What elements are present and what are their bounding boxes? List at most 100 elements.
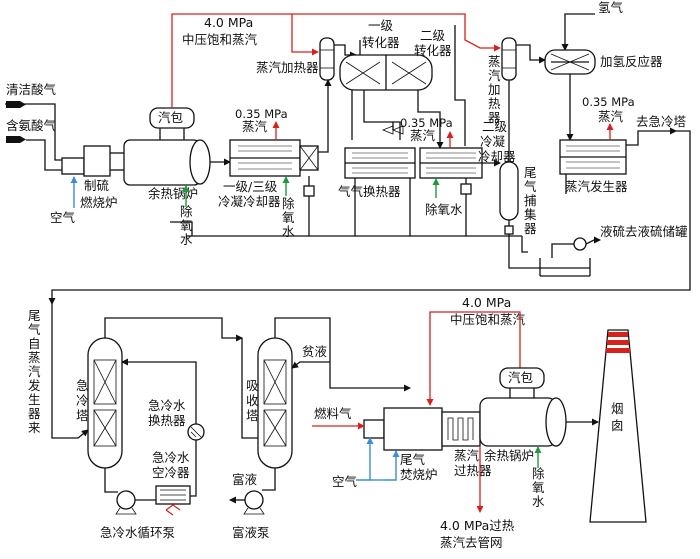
tail-gas-from-sg-4: 蒸 (28, 350, 41, 365)
condenser-cooler-1-3: 0.35 MPa 蒸汽 一级/三级 冷凝冷却器 除 氧 水 (218, 107, 319, 239)
to-quench-tower: 去急冷塔 (48, 114, 691, 305)
drum-bottom-label: 汽包 (508, 370, 533, 385)
quench-tower: 急 冷 塔 (76, 317, 243, 493)
rich-solution-label: 富液 (232, 472, 258, 487)
converter-1: 一级 转化器 二级 转化器 (339, 18, 452, 91)
deaerated-water-a-1: 除 (180, 204, 193, 219)
rich-pump-label: 富液泵 (232, 525, 270, 540)
tail-gas-catcher-3: 捕 (524, 193, 537, 208)
quench-exchanger-1: 急冷水 (148, 398, 186, 413)
superheated-steam-1: 4.0 MPa过热 (440, 518, 515, 533)
hydrogen-label: 氢气 (598, 0, 624, 15)
deaerated-water-a-2: 氧 (180, 218, 193, 233)
deaerated-water-a-3: 水 (180, 232, 193, 247)
converter-1-label-2: 转化器 (362, 35, 400, 50)
steam-heater-2-3: 加 (488, 82, 501, 97)
tail-gas-from-steam-generator: 尾 气 自 蒸 汽 发 生 器 来 (28, 304, 89, 439)
air-inlet-top: 空气 (50, 176, 78, 225)
tail-gas-catcher: 尾 气 捕 集 器 (499, 161, 537, 248)
steam-heater-1: 蒸汽加热器 (256, 37, 335, 81)
tail-gas-from-sg-7: 生 (28, 392, 41, 407)
steam-heater-2-4: 热 (488, 96, 501, 111)
steam-c-label: 蒸汽 (598, 109, 624, 124)
deaerated-water-b-1: 除 (282, 196, 295, 211)
quench-tower-2: 冷 (76, 393, 89, 408)
quench-water-air-cooler: 急冷水 空冷器 (152, 440, 197, 516)
sulfur-combustion-furnace: 制硫 燃烧炉 (61, 145, 124, 210)
fuel-gas-label: 燃料气 (314, 406, 352, 421)
tail-gas-from-sg-1: 尾 (28, 308, 41, 323)
condenser-cooler-2: 0.35 MPa 蒸汽 二级 冷凝 冷却器 除氧水 (400, 116, 516, 222)
steam-a-label: 蒸汽 (242, 119, 268, 134)
chimney-2: 囱 (611, 418, 624, 433)
ammonia-acid-gas-feed: 含氨酸气 (6, 118, 62, 171)
deaerated-water-d-2: 氧 (532, 480, 545, 495)
absorber-2: 收 (246, 393, 259, 408)
mp-steam-line-bottom: 4.0 MPa 中压饱和蒸汽 (426, 295, 526, 406)
converter-2-label-1: 二级 (420, 28, 446, 43)
tail-gas-from-sg-5: 汽 (28, 364, 41, 379)
sulfur-furnace-label-2: 燃烧炉 (80, 195, 118, 210)
condenser-13-label-2: 冷凝冷却器 (218, 194, 281, 209)
quench-water-pump: 急冷水循环泵 (100, 490, 175, 540)
waste-heat-boiler-top: 汽包 余热锅炉 除 氧 水 (123, 107, 211, 247)
tail-gas-from-sg-9: 来 (28, 420, 41, 435)
mp-steam-line-top: 4.0 MPa 中压饱和蒸汽 (171, 13, 501, 108)
steam-generator-label: 蒸汽发生器 (565, 179, 628, 194)
lp-035-a-label: 0.35 MPa (235, 107, 288, 121)
deaerated-water-c-label: 除氧水 (425, 202, 463, 217)
condenser-2-label-3: 冷却器 (478, 149, 516, 164)
lp-035-b-label: 0.35 MPa (400, 116, 453, 130)
steam-generator: 0.35 MPa 蒸汽 蒸汽发生器 (559, 95, 635, 194)
lp-035-c-label: 0.35 MPa (582, 95, 635, 109)
deaerated-water-b-3: 水 (282, 224, 295, 239)
condenser-13-label-1: 一级/三级 (223, 179, 278, 194)
steam-heater-2-1: 蒸 (488, 54, 501, 69)
superheater-1: 蒸汽 (454, 448, 480, 463)
tail-gas-from-sg-6: 发 (28, 378, 41, 393)
mp-steam-pressure-b: 4.0 MPa (462, 295, 511, 310)
mp-steam-label: 中压饱和蒸汽 (182, 32, 258, 47)
waste-heat-boiler-bottom-label: 余热锅炉 (484, 448, 534, 463)
steam-superheater: 蒸汽 过热器 4.0 MPa过热 蒸汽去管网 (440, 411, 515, 550)
absorber-3: 塔 (246, 408, 259, 423)
mp-steam-pressure-label: 4.0 MPa (204, 15, 253, 30)
drum-top-label: 汽包 (158, 110, 183, 125)
tail-gas-from-sg-2: 气 (28, 322, 41, 337)
chimney-1: 烟 (611, 401, 624, 416)
air-bottom-label: 空气 (332, 474, 358, 489)
tail-gas-catcher-4: 集 (524, 207, 537, 222)
converter-1-label-1: 一级 (368, 18, 394, 33)
ammonia-acid-gas-label: 含氨酸气 (6, 118, 57, 133)
hydrogenation-reactor-label: 加氢反应器 (600, 54, 663, 69)
steam-heater-1-label: 蒸汽加热器 (256, 60, 319, 75)
superheater-2: 过热器 (454, 463, 492, 478)
hydrogenation-reactor: 氢气 加氢反应器 (544, 0, 663, 141)
tail-gas-catcher-5: 器 (524, 221, 537, 236)
quench-exchanger-2: 换热器 (148, 413, 186, 428)
condenser-2-label-2: 冷凝 (480, 134, 506, 149)
tail-gas-from-sg-3: 自 (28, 336, 41, 351)
quench-tower-1: 急 (76, 378, 89, 393)
converter-2-label-2: 转化器 (414, 43, 452, 58)
absorber-tower: 吸 收 塔 贫液 (241, 317, 411, 491)
waste-heat-boiler-bottom: 汽包 余热锅炉 除 氧 水 (479, 367, 599, 509)
quench-pump-label: 急冷水循环泵 (100, 525, 175, 540)
tail-gas-catcher-2: 气 (524, 179, 537, 194)
sulfur-furnace-label-1: 制硫 (84, 178, 110, 193)
gas-gas-exchanger: 气气换热器 (338, 122, 416, 199)
rich-solution-pump: 富液 富液泵 (229, 472, 270, 540)
absorber-1: 吸 (246, 378, 259, 393)
steam-b-label: 蒸汽 (410, 128, 436, 143)
deaerated-water-d-1: 除 (532, 466, 545, 481)
mp-steam-b: 中压饱和蒸汽 (450, 312, 526, 327)
quench-water-heat-exchanger: 急冷水 换热器 (121, 358, 205, 441)
liquid-sulfur-label: 液硫去液硫储罐 (600, 224, 688, 239)
lean-solution-label: 贫液 (302, 344, 328, 359)
superheated-steam-2: 蒸汽去管网 (440, 535, 503, 550)
air-top-label: 空气 (50, 210, 76, 225)
gas-gas-exchanger-label: 气气换热器 (338, 184, 401, 199)
incinerator-1: 尾气 (400, 452, 426, 467)
quench-cooler-2: 空冷器 (152, 465, 190, 480)
